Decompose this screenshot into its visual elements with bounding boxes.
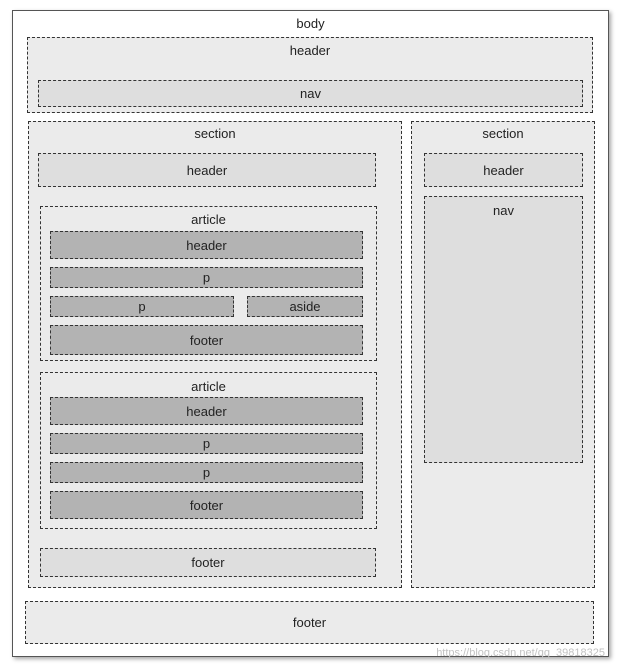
article-2-p2-label: p <box>202 465 211 480</box>
left-section-header-label: header <box>186 162 228 178</box>
article-1-footer-box: footer <box>50 325 363 355</box>
top-nav-box: nav <box>38 80 583 107</box>
bottom-footer-box: footer <box>25 601 594 644</box>
left-section-header-box: header <box>38 153 376 187</box>
article-1-footer-label: footer <box>189 332 224 348</box>
article-2-p1-box: p <box>50 433 363 454</box>
article-1-aside-label: aside <box>289 299 321 314</box>
article-2-header-box: header <box>50 397 363 425</box>
top-nav-label: nav <box>300 86 321 101</box>
watermark-text: https://blog.csdn.net/qq_39818325 <box>436 647 605 659</box>
left-section-footer-box: footer <box>40 548 376 577</box>
bottom-footer-label: footer <box>292 615 327 630</box>
top-header-label: header <box>289 43 331 58</box>
article-2-p2-box: p <box>50 462 363 483</box>
article-2-footer-box: footer <box>50 491 363 519</box>
article-1-header-box: header <box>50 231 363 259</box>
right-section-nav-box: nav <box>424 196 583 463</box>
article-1-header-label: header <box>186 237 227 253</box>
article-1-label: article <box>191 212 226 227</box>
article-2-label: article <box>191 379 226 394</box>
left-section-label: section <box>194 126 236 141</box>
article-2-header-label: header <box>186 403 227 419</box>
left-section-footer-label: footer <box>191 555 225 570</box>
right-section-header-box: header <box>424 153 583 187</box>
body-label: body <box>296 16 325 31</box>
right-section-header-label: header <box>483 162 524 178</box>
article-1-p2-label: p <box>138 299 146 314</box>
article-2-footer-label: footer <box>189 497 224 513</box>
article-1-aside-box: aside <box>247 296 363 317</box>
article-2-p1-label: p <box>202 436 211 451</box>
right-section-nav-label: nav <box>493 203 514 218</box>
article-1-p-label: p <box>202 270 211 285</box>
article-1-p-box: p <box>50 267 363 288</box>
right-section-label: section <box>482 126 524 141</box>
article-1-p2-box: p <box>50 296 234 317</box>
